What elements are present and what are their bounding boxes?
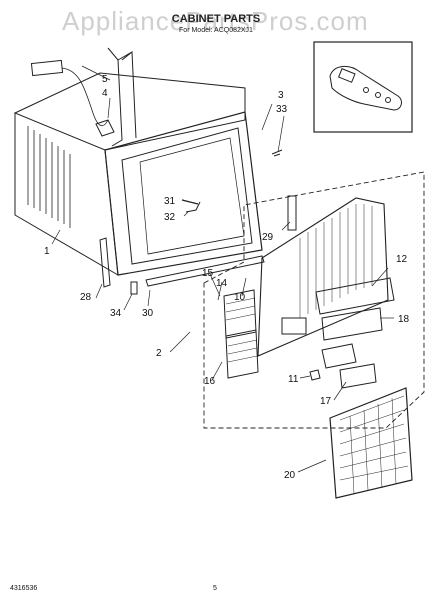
front-grille-panel (257, 197, 389, 357)
callout-2: 2 (156, 348, 162, 359)
callout-33: 33 (276, 104, 288, 115)
callout-30: 30 (142, 308, 154, 319)
diagram-subtitle: For Model: ACQ082XJ1 (179, 27, 253, 34)
callout-28: 28 (80, 292, 92, 303)
knob-part (309, 369, 321, 381)
callout-5: 5 (102, 74, 108, 85)
wire-harness (61, 67, 109, 127)
side-rail (99, 237, 111, 288)
cover-part (339, 363, 377, 389)
callout-34: 34 (110, 308, 122, 319)
callout-18: 18 (398, 314, 410, 325)
remote-control-icon (329, 66, 402, 111)
bracket-part (287, 195, 297, 231)
watermark-text: AppliancePartsPros.com (62, 6, 369, 36)
label-sticker (30, 59, 64, 77)
callout-20: 20 (284, 470, 296, 481)
callout-3: 3 (278, 90, 284, 101)
front-grille (329, 387, 413, 499)
diagram-title: CABINET PARTS (172, 13, 260, 25)
page-number: 5 (213, 585, 217, 592)
part-number: 4316536 (10, 585, 37, 592)
callout-14: 14 (216, 278, 228, 289)
callout-31: 31 (164, 196, 176, 207)
callout-16: 16 (204, 376, 216, 387)
door-part (321, 343, 357, 369)
callout-10: 10 (234, 292, 246, 303)
filter-panel (315, 277, 395, 315)
callout-32: 32 (164, 212, 176, 223)
control-panel (321, 307, 383, 341)
callout-4: 4 (102, 88, 108, 99)
callout-1: 1 (44, 246, 50, 257)
cabinet-front-frame (104, 111, 263, 276)
screw-part (271, 149, 283, 157)
front-assembly-boundary (203, 171, 425, 429)
leader-lines (51, 65, 394, 473)
bolt-part (181, 199, 199, 205)
gasket-strip (145, 255, 265, 287)
callout-11: 11 (288, 374, 299, 385)
callout-12: 12 (396, 254, 408, 265)
louver-assembly (223, 289, 259, 379)
remote-control-inset (313, 41, 413, 133)
callout-29: 29 (262, 232, 274, 243)
switch-part (95, 119, 115, 137)
top-bracket (107, 47, 137, 147)
clip-part (130, 281, 138, 295)
callout-17: 17 (320, 396, 332, 407)
callout-15: 15 (202, 268, 214, 279)
clamp-part (185, 201, 201, 213)
